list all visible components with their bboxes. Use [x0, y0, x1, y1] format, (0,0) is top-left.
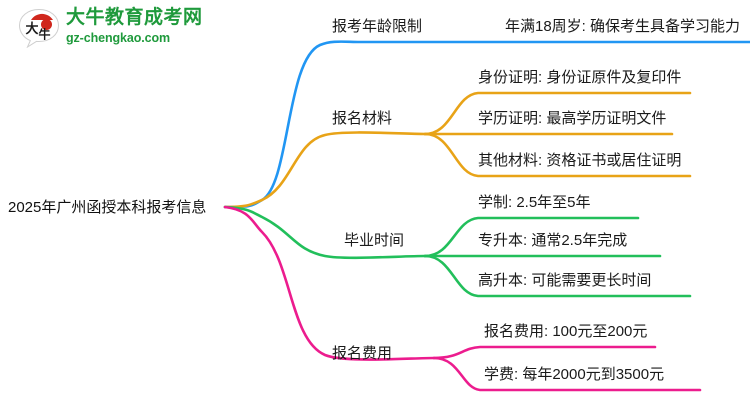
leaf-label-zhuanshengben[interactable]: 专升本: 通常2.5年完成 [478, 232, 628, 249]
branch-label-application-materials[interactable]: 报名材料 [332, 110, 393, 127]
root-node-label[interactable]: 2025年广州函授本科报考信息 [8, 199, 207, 216]
branch-label-application-fee[interactable]: 报名费用 [332, 345, 393, 362]
leaf-label-education-proof[interactable]: 学历证明: 最高学历证明文件 [478, 110, 667, 127]
branch-connector-3 [223, 205, 702, 392]
branch-connector-1 [223, 91, 692, 209]
leaf-label-age-18[interactable]: 年满18周岁: 确保考生具备学习能力 [505, 18, 741, 35]
branch-label-graduation-time[interactable]: 毕业时间 [344, 232, 405, 249]
leaf-label-tuition-fee[interactable]: 学费: 每年2000元到3500元 [484, 366, 665, 383]
logo-title: 大牛教育成考网 [66, 7, 203, 28]
branch-label-age-limit[interactable]: 报考年龄限制 [332, 18, 423, 35]
svg-text:大: 大 [25, 21, 38, 36]
svg-text:牛: 牛 [38, 27, 50, 42]
site-logo: 大 牛 大牛教育成考网 gz-chengkao.com [18, 6, 248, 52]
logo-subtitle: gz-chengkao.com [66, 31, 171, 45]
leaf-label-other-materials[interactable]: 其他材料: 资格证书或居住证明 [478, 152, 682, 169]
leaf-label-gaoshengben[interactable]: 高升本: 可能需要更长时间 [478, 272, 652, 289]
branch-connector-2 [223, 205, 692, 298]
leaf-label-program-length[interactable]: 学制: 2.5年至5年 [478, 194, 591, 211]
leaf-label-id-proof[interactable]: 身份证明: 身份证原件及复印件 [478, 69, 682, 86]
logo-mark-icon: 大 牛 [18, 8, 60, 49]
leaf-label-registration-fee[interactable]: 报名费用: 100元至200元 [484, 323, 648, 340]
